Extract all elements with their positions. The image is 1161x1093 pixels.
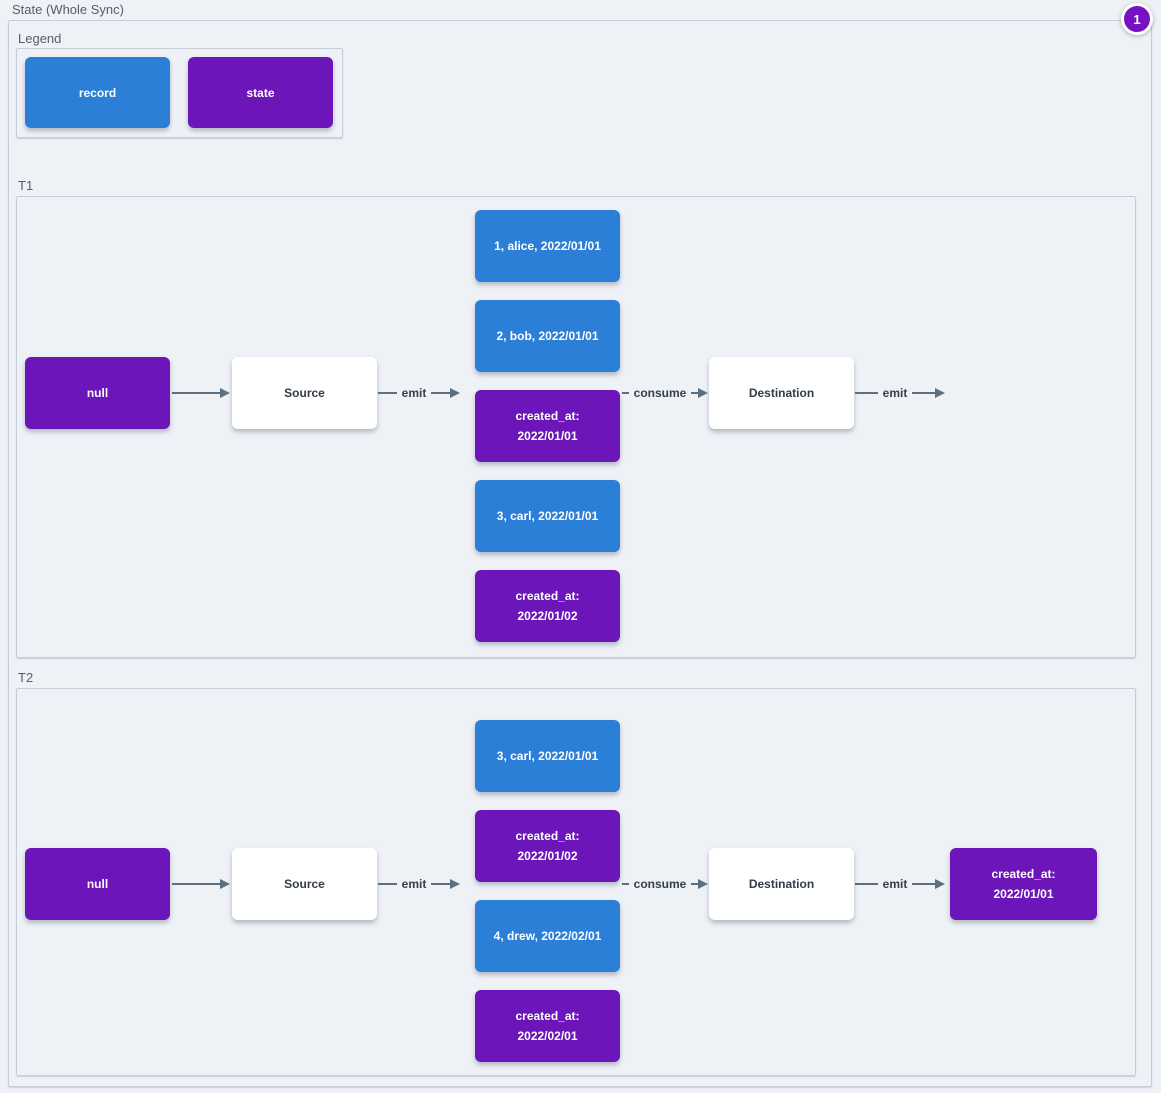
section-t1-container [16, 196, 1136, 658]
node-null-t2-label: null [86, 877, 109, 891]
state-whole-sync-container [8, 20, 1152, 1087]
node-output-t2: created_at: 2022/01/01 [950, 848, 1097, 920]
arrow-line [172, 391, 220, 395]
stack-node-record-t2-0-label: 3, carl, 2022/01/01 [496, 749, 599, 763]
legend-label: Legend [18, 31, 62, 46]
arrowhead-icon [450, 879, 460, 889]
edge-destination-emit-t1-label: emit [882, 386, 908, 400]
arrow-line [912, 882, 935, 886]
stack-node-record-t1-3-label: 3, carl, 2022/01/01 [496, 509, 599, 523]
edge-consume-t2-label: consume [633, 877, 687, 891]
edge-consume-t1-label: consume [633, 386, 687, 400]
stack-node-record-t1-3: 3, carl, 2022/01/01 [475, 480, 620, 552]
arrowhead-icon [220, 388, 230, 398]
arrow-line [855, 882, 878, 886]
stack-node-record-t1-0: 1, alice, 2022/01/01 [475, 210, 620, 282]
edge-consume-t1: consume [622, 386, 708, 400]
arrowhead-icon [935, 388, 945, 398]
node-destination-t1-label: Destination [748, 386, 815, 400]
arrow-line [912, 391, 935, 395]
node-source-t2: Source [232, 848, 377, 920]
node-destination-t2: Destination [709, 848, 854, 920]
stack-node-state-t1-4-label: created_at: 2022/01/02 [515, 589, 580, 623]
arrowhead-icon [220, 879, 230, 889]
legend-record-label: record [78, 85, 117, 100]
node-null-t2: null [25, 848, 170, 920]
node-null-t1-label: null [86, 386, 109, 400]
edge-destination-emit-t2-label: emit [882, 877, 908, 891]
edge-destination-emit-t1: emit [855, 386, 945, 400]
edge-source-emit-t2: emit [378, 877, 460, 891]
edge-null-to-source-t2 [172, 879, 230, 889]
section-t2-label: T2 [18, 670, 34, 685]
stack-node-state-t2-1: created_at: 2022/01/02 [475, 810, 620, 882]
arrow-line [378, 882, 397, 886]
step-badge-value: 1 [1133, 11, 1141, 27]
node-destination-t2-label: Destination [748, 877, 815, 891]
node-null-t1: null [25, 357, 170, 429]
stack-node-record-t1-0-label: 1, alice, 2022/01/01 [494, 239, 601, 253]
arrow-line [622, 391, 629, 395]
node-output-t2-label: created_at: 2022/01/01 [991, 867, 1056, 901]
edge-null-to-source-t1 [172, 388, 230, 398]
edge-destination-emit-t2: emit [855, 877, 945, 891]
arrow-line [378, 391, 397, 395]
legend-container [16, 48, 343, 138]
arrow-line [691, 391, 698, 395]
arrow-line [622, 882, 629, 886]
legend-state-label: state [246, 85, 275, 100]
section-t1-label: T1 [18, 178, 34, 193]
edge-source-emit-t1: emit [378, 386, 460, 400]
step-badge: 1 [1121, 3, 1153, 35]
node-source-t1: Source [232, 357, 377, 429]
stack-node-state-t2-1-label: created_at: 2022/01/02 [515, 829, 580, 863]
stack-node-state-t2-3: created_at: 2022/02/01 [475, 990, 620, 1062]
stack-node-record-t2-2: 4, drew, 2022/02/01 [475, 900, 620, 972]
arrowhead-icon [698, 388, 708, 398]
stack-node-state-t2-3-label: created_at: 2022/02/01 [515, 1009, 580, 1043]
arrow-line [855, 391, 878, 395]
node-destination-t1: Destination [709, 357, 854, 429]
legend-record-node: record [25, 57, 170, 128]
stack-node-record-t2-0: 3, carl, 2022/01/01 [475, 720, 620, 792]
arrow-line [431, 882, 450, 886]
edge-source-emit-t2-label: emit [401, 877, 427, 891]
stack-node-state-t1-2: created_at: 2022/01/01 [475, 390, 620, 462]
stack-node-state-t1-4: created_at: 2022/01/02 [475, 570, 620, 642]
diagram-title: State (Whole Sync) [12, 2, 124, 17]
arrowhead-icon [935, 879, 945, 889]
stack-node-state-t1-2-label: created_at: 2022/01/01 [515, 409, 580, 443]
stack-node-record-t1-1: 2, bob, 2022/01/01 [475, 300, 620, 372]
edge-source-emit-t1-label: emit [401, 386, 427, 400]
stack-node-record-t2-2-label: 4, drew, 2022/02/01 [493, 929, 602, 943]
legend-state-node: state [188, 57, 333, 128]
arrowhead-icon [450, 388, 460, 398]
stack-node-record-t1-1-label: 2, bob, 2022/01/01 [496, 329, 599, 343]
node-source-t1-label: Source [284, 386, 325, 400]
arrow-line [431, 391, 450, 395]
arrowhead-icon [698, 879, 708, 889]
arrow-line [172, 882, 220, 886]
edge-consume-t2: consume [622, 877, 708, 891]
arrow-line [691, 882, 698, 886]
node-source-t2-label: Source [284, 877, 325, 891]
section-t2-container [16, 688, 1136, 1076]
